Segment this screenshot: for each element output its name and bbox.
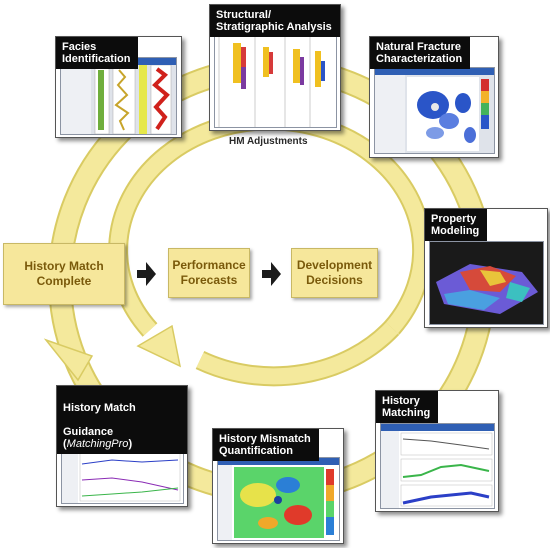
flow-arrow-2 — [262, 262, 281, 286]
facies-log-tracks — [61, 65, 172, 134]
guidance-title-line1: History Match — [63, 402, 136, 414]
matchingpro-label: MatchingPro — [66, 438, 129, 450]
natural-fracture-card: Natural Fracture Characterization — [369, 36, 499, 158]
structural-analysis-card: Structural/ Stratigraphic Analysis — [209, 4, 341, 131]
structural-screenshot — [214, 29, 337, 128]
history-matching-card: History Matching — [375, 390, 499, 512]
history-mismatch-card: History Mismatch Quantification — [212, 428, 344, 544]
history-match-guidance-title: History Match Guidance (MatchingPro) — [57, 386, 187, 454]
hm-adjustments-label: HM Adjustments — [229, 136, 308, 147]
property-3d-model — [436, 264, 538, 314]
guidance-title-prefix: Guidance ( — [63, 426, 114, 450]
facies-log-screenshot — [60, 57, 177, 135]
history-match-guidance-card: History Match Guidance (MatchingPro) — [56, 385, 188, 507]
facies-identification-title: Facies Identification — [56, 37, 139, 69]
performance-forecasts-box: Performance Forecasts — [168, 248, 250, 298]
inner-cycle-tail-fill — [196, 322, 398, 385]
stratigraphic-columns — [215, 37, 336, 127]
property-modeling-title: Property Modeling — [425, 209, 488, 241]
inner-cycle-arrowhead — [136, 324, 182, 368]
facies-identification-card: Facies Identification — [55, 36, 182, 138]
window-title-bar — [381, 424, 494, 431]
mismatch-heatmap — [218, 465, 334, 540]
history-matching-plots — [381, 431, 493, 508]
mismatch-screenshot — [217, 457, 340, 541]
structural-analysis-title: Structural/ Stratigraphic Analysis — [210, 5, 340, 37]
fracture-map — [375, 75, 489, 153]
history-matching-title: History Matching — [376, 391, 439, 423]
window-title-bar — [218, 458, 339, 465]
property-model-screenshot — [429, 241, 544, 325]
guidance-title-suffix: ) — [128, 438, 133, 450]
history-matching-screenshot — [380, 423, 495, 509]
outer-cycle-arrowhead — [43, 338, 94, 382]
history-match-complete-box: History Match Complete — [3, 243, 125, 305]
development-decisions-box: Development Decisions — [291, 248, 378, 298]
property-modeling-card: Property Modeling — [424, 208, 548, 328]
flow-arrow-1 — [137, 262, 156, 286]
fracture-screenshot — [374, 67, 495, 154]
window-title-bar — [375, 68, 494, 75]
history-mismatch-title: History Mismatch Quantification — [213, 429, 319, 461]
natural-fracture-title: Natural Fracture Characterization — [370, 37, 471, 69]
